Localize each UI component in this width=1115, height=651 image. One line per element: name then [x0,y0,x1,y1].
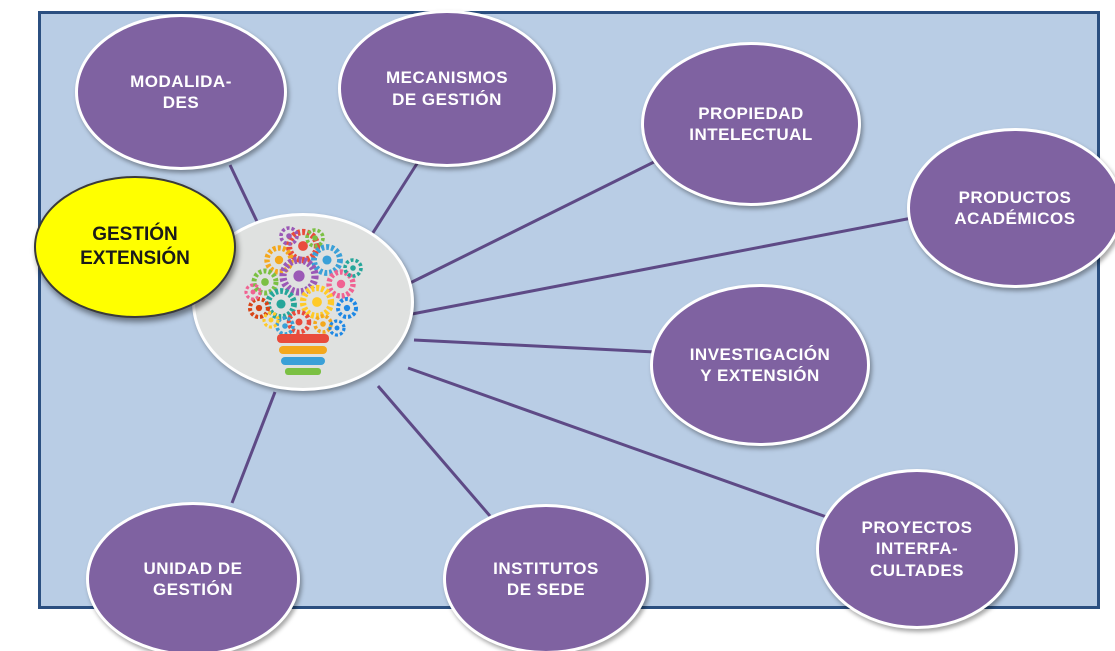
root-node-label: GESTIÓN EXTENSIÓN [80,224,190,269]
connector-productos [411,216,913,316]
node-modalidades: MODALIDA- DES [75,14,287,170]
node-investigacion: INVESTIGACIÓN Y EXTENSIÓN [650,284,870,446]
node-propiedad: PROPIEDAD INTELECTUAL [641,42,861,206]
lightbulb-gears-icon [244,226,363,375]
node-modalidades-label: MODALIDA- DES [130,71,232,112]
connector-institutos [376,385,492,517]
root-node-gestion-extension: GESTIÓN EXTENSIÓN [34,176,236,318]
node-unidad: UNIDAD DE GESTIÓN [86,502,300,651]
node-mecanismos: MECANISMOS DE GESTIÓN [338,10,556,167]
node-investigacion-label: INVESTIGACIÓN Y EXTENSIÓN [689,344,831,385]
node-productos: PRODUCTOS ACADÉMICOS [907,128,1115,288]
node-productos-label: PRODUCTOS ACADÉMICOS [954,187,1076,228]
node-institutos-label: INSTITUTOS DE SEDE [493,558,599,599]
connector-unidad [230,391,277,504]
node-institutos: INSTITUTOS DE SEDE [443,504,649,651]
node-mecanismos-label: MECANISMOS DE GESTIÓN [385,68,509,109]
connector-investigacion [413,338,656,354]
node-proyectos-label: PROYECTOS INTERFA- CULTADES [861,518,973,580]
node-unidad-label: UNIDAD DE GESTIÓN [143,558,243,599]
connector-propiedad [399,156,663,290]
connector-proyectos [407,366,836,522]
node-proyectos: PROYECTOS INTERFA- CULTADES [816,469,1018,629]
node-propiedad-label: PROPIEDAD INTELECTUAL [689,103,813,144]
